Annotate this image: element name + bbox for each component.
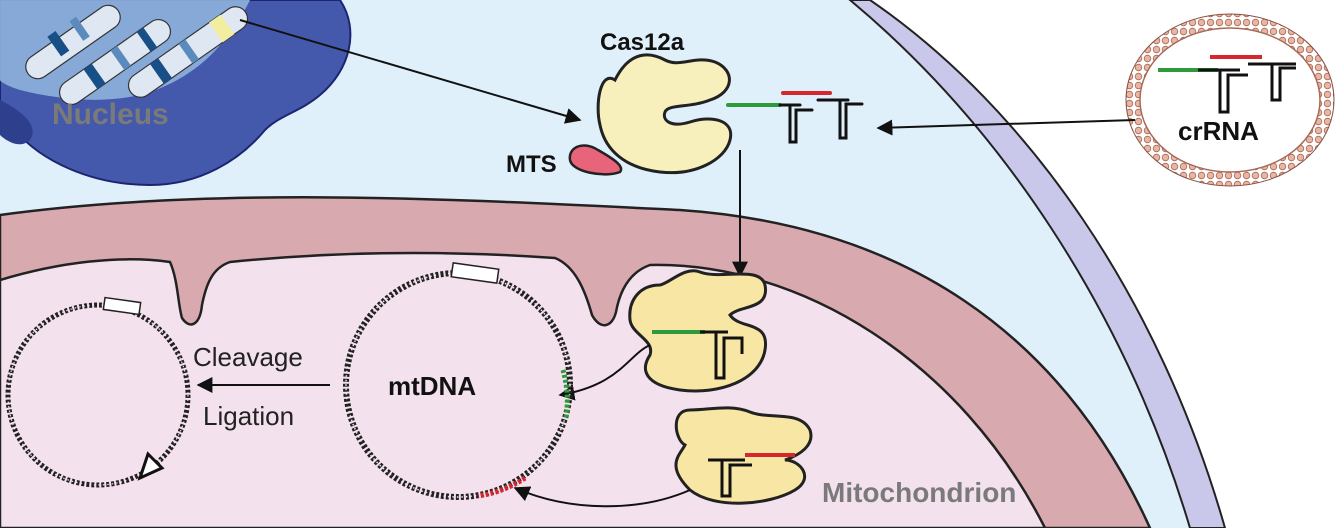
ligated-mtdna-icon xyxy=(5,296,191,488)
complex-to-mtdna-arrow-2 xyxy=(513,486,691,508)
nucleus-to-cas12a-arrow xyxy=(239,19,582,124)
mitochondrion-label: Mitochondrion xyxy=(822,477,1016,508)
deletion-marker-icon xyxy=(137,451,165,481)
liposome-to-crrna-arrow xyxy=(876,119,1136,136)
ligation-label: Ligation xyxy=(203,401,294,431)
nucleus-label: Nucleus xyxy=(52,98,169,131)
crrna-hairpin-icon xyxy=(726,91,864,144)
mts-icon xyxy=(568,144,623,176)
cas12a-label: Cas12a xyxy=(600,29,685,56)
cas12a-complex-green xyxy=(628,269,767,393)
complex-to-mtdna-arrow xyxy=(558,344,651,401)
nucleus: Nucleus xyxy=(0,0,352,187)
liposome-icon: crRNA xyxy=(1125,13,1335,187)
cleavage-label: Cleavage xyxy=(193,342,303,372)
cas12a-protein-icon xyxy=(568,53,733,176)
crrna-label: crRNA xyxy=(1178,116,1259,146)
circular-dna-icon xyxy=(343,262,573,500)
mts-label: MTS xyxy=(506,151,557,178)
cas12a-complex-red xyxy=(674,406,813,505)
mtdna-label: mtDNA xyxy=(388,371,476,401)
chromosome-icon xyxy=(25,4,249,105)
